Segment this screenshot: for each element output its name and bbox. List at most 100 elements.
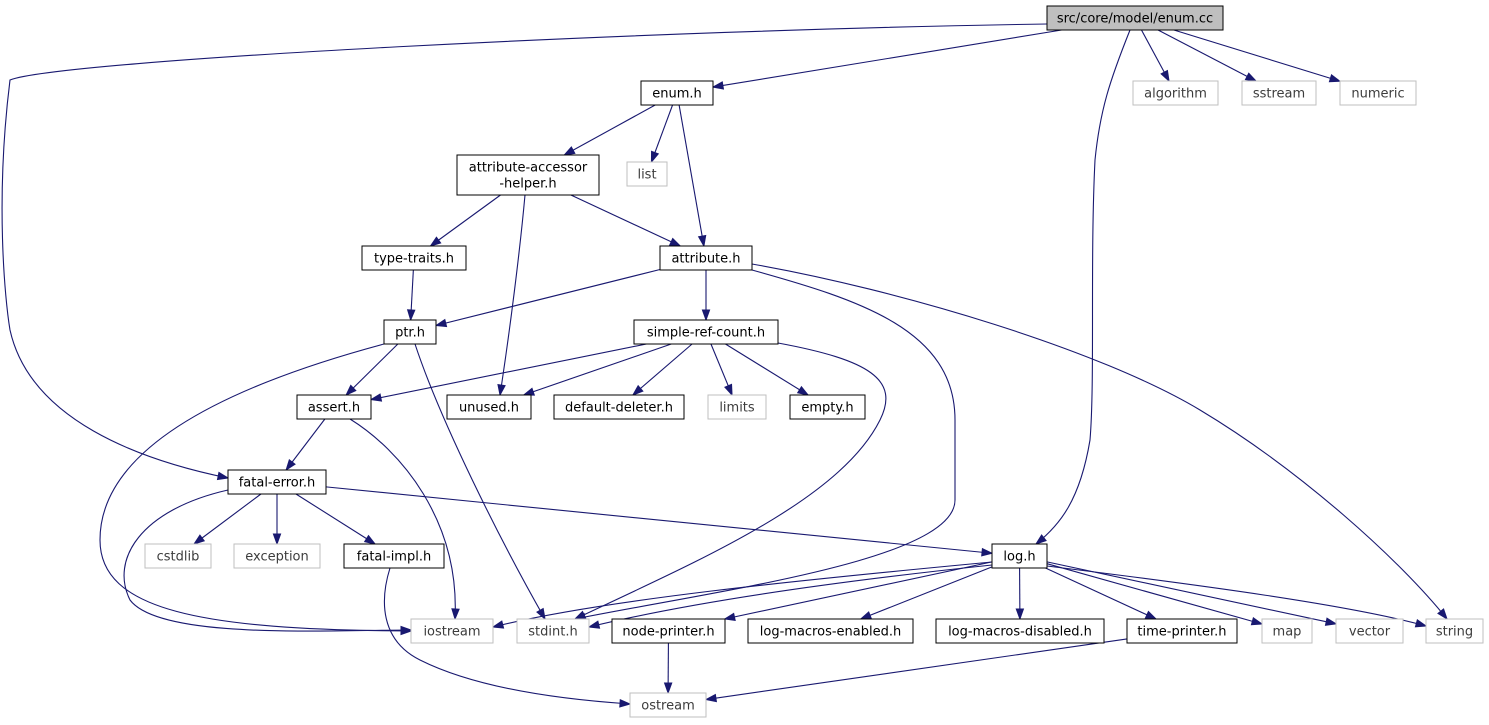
node-aah[interactable]: attribute-accessor-helper.h (456, 154, 600, 196)
node-time-printer[interactable]: time-printer.h (1126, 618, 1238, 644)
node-label: string (1436, 625, 1473, 640)
edge-log_h-to-time_printer (1045, 567, 1158, 620)
node-label: cstdlib (157, 550, 200, 565)
arrowhead (363, 534, 377, 545)
node-vector: vector (1335, 618, 1404, 644)
edge-line (345, 343, 399, 396)
arrowhead (1144, 610, 1158, 620)
node-label: fatal-impl.h (357, 550, 431, 565)
node-label: assert.h (308, 401, 360, 416)
node-label: vector (1349, 625, 1391, 640)
node-box (227, 469, 327, 495)
edge-line (499, 194, 526, 396)
edge-line (414, 343, 546, 620)
edge-enum_cc-to-algorithm (1140, 29, 1170, 83)
edge-line (430, 194, 501, 247)
nodes-layer: src/core/model/enum.cc enum.h algorithm sst… (144, 5, 1484, 718)
node-box (1132, 80, 1219, 106)
arrowhead (723, 612, 736, 622)
arrowhead (563, 146, 576, 156)
arrowhead (272, 533, 282, 546)
edge-ptr_h-to-stdint (414, 343, 546, 621)
node-box (1335, 618, 1404, 644)
arrowhead (573, 610, 587, 620)
arrowhead (400, 625, 413, 635)
node-enum-h[interactable]: enum.h (640, 80, 714, 106)
edge-line (1046, 565, 1427, 627)
node-box (516, 618, 590, 644)
node-box (633, 319, 779, 345)
node-label: log.h (1003, 550, 1035, 565)
node-empty-h[interactable]: empty.h (789, 394, 866, 420)
node-numeric: numeric (1339, 80, 1417, 106)
edge-line (193, 493, 262, 545)
arrowhead (796, 385, 810, 396)
node-attribute-h[interactable]: attribute.h (659, 245, 753, 271)
arrowhead (631, 384, 644, 396)
node-label: type-traits.h (374, 252, 454, 267)
arrowhead (697, 234, 707, 248)
node-box (446, 394, 532, 420)
node-sstream: sstream (1241, 80, 1317, 106)
edge-attribute_h-to-ptr_h (434, 268, 661, 328)
node-lmd[interactable]: log-macros-disabled.h (935, 618, 1105, 644)
node-fatal-impl[interactable]: fatal-impl.h (343, 543, 445, 569)
edge-enum_h-to-aah (563, 104, 656, 156)
arrowhead (345, 384, 357, 397)
edge-src_h-to-unused_h (522, 343, 672, 396)
edge-line (1045, 567, 1157, 620)
node-box (1046, 5, 1224, 31)
edge-line (574, 269, 956, 620)
node-label: -helper.h (499, 177, 556, 192)
node-box (456, 154, 600, 196)
node-lme[interactable]: log-macros-enabled.h (747, 618, 914, 644)
node-box (991, 543, 1048, 569)
node-box (1241, 80, 1317, 106)
edge-fatal_error-to-cstdlib (192, 493, 262, 545)
node-box (659, 245, 753, 271)
node-assert-h[interactable]: assert.h (296, 394, 372, 420)
node-label: fatal-error.h (239, 476, 316, 491)
arrowhead (1250, 617, 1264, 626)
node-algorithm: algorithm (1132, 80, 1219, 106)
edge-enum_cc-to-log_h (1034, 29, 1131, 545)
edge-line (705, 638, 1128, 701)
node-label: attribute-accessor (469, 161, 588, 176)
arrowhead (522, 387, 536, 396)
arrowhead (704, 693, 718, 703)
node-box (611, 618, 726, 644)
edge-time_printer-to-ostream (704, 638, 1128, 703)
node-box (1261, 618, 1313, 644)
node-unused-h[interactable]: unused.h (446, 394, 532, 420)
edge-line (1046, 563, 1263, 625)
node-label: map (1273, 625, 1302, 640)
node-label: exception (245, 550, 309, 565)
node-type-traits[interactable]: type-traits.h (361, 245, 467, 271)
node-box (707, 394, 767, 420)
arrowhead (1437, 608, 1448, 621)
node-node-printer[interactable]: node-printer.h (611, 618, 726, 644)
node-label: list (637, 168, 656, 183)
arrowhead (429, 236, 442, 247)
node-box (383, 319, 437, 345)
node-box (233, 543, 321, 569)
node-ptr-h[interactable]: ptr.h (383, 319, 437, 345)
edge-line (99, 343, 412, 632)
node-dd-h[interactable]: default-deleter.h (553, 394, 685, 420)
node-fatal-error[interactable]: fatal-error.h (227, 469, 327, 495)
node-label: unused.h (459, 401, 519, 416)
edge-line (523, 343, 672, 396)
arrowhead (451, 608, 460, 621)
node-log-h[interactable]: log.h (991, 543, 1048, 569)
node-label: node-printer.h (622, 625, 714, 640)
edge-line (574, 342, 887, 620)
node-src-h[interactable]: simple-ref-count.h (633, 319, 779, 345)
arrowhead (981, 547, 994, 557)
node-label: empty.h (801, 401, 853, 416)
node-box (296, 394, 372, 420)
node-enum-cc[interactable]: src/core/model/enum.cc (1046, 5, 1224, 31)
node-label: enum.h (652, 87, 702, 102)
edge-line (349, 418, 456, 620)
node-box (626, 161, 668, 187)
edge-log_h-to-node_printer (723, 561, 993, 622)
